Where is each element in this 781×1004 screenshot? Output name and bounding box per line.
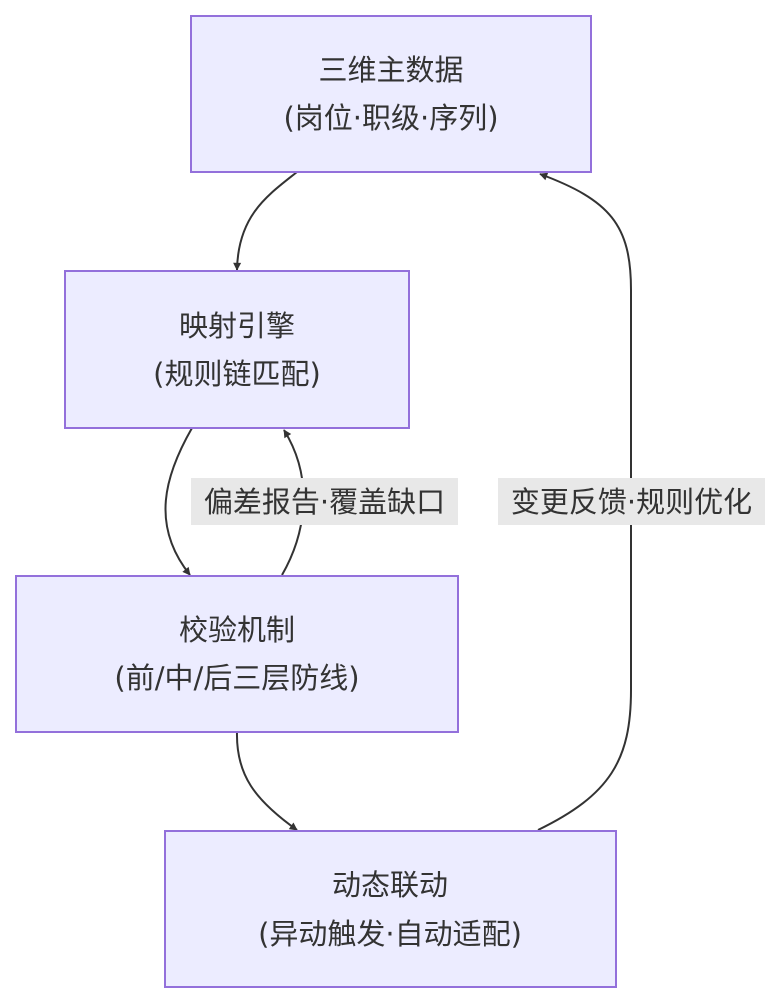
edge-label-text: 偏差报告·覆盖缺口 [204, 485, 445, 519]
edge-label-bg [191, 478, 458, 525]
node-subtitle: (岗位·职级·序列) [283, 101, 498, 135]
node-title: 动态联动 [332, 868, 448, 902]
node-subtitle: (规则链匹配) [153, 357, 321, 391]
edge-label-text: 变更反馈·规则优化 [511, 485, 752, 519]
node-mapping-engine: 映射引擎 (规则链匹配) [64, 270, 410, 429]
node-title: 映射引擎 [179, 309, 295, 343]
node-title: 三维主数据 [318, 53, 463, 87]
edge-validate-to-linkage [235, 731, 298, 831]
edge-label-linkage-to-master: 变更反馈·规则优化 [498, 478, 765, 525]
node-dynamic-linkage: 动态联动 (异动触发·自动适配) [164, 830, 617, 988]
edge-label-validate-to-mapping: 偏差报告·覆盖缺口 [191, 478, 458, 525]
node-validation: 校验机制 (前/中/后三层防线) [15, 575, 459, 733]
edge-master-to-mapping [233, 171, 298, 271]
node-title: 校验机制 [179, 613, 295, 647]
node-master-data: 三维主数据 (岗位·职级·序列) [190, 15, 592, 173]
edge-label-bg [498, 478, 765, 525]
node-subtitle: (前/中/后三层防线) [114, 661, 359, 695]
node-subtitle: (异动触发·自动适配) [258, 917, 522, 951]
edge-mapping-to-validate [164, 427, 193, 576]
